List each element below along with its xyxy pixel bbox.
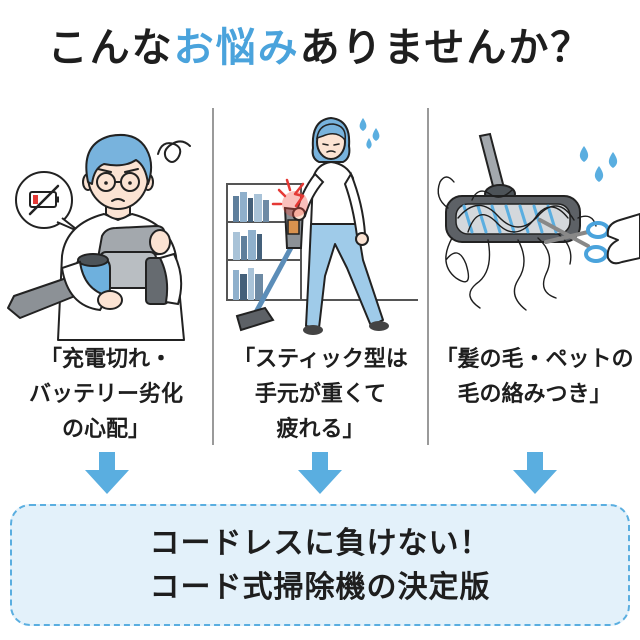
caption-line: 毛の絡みつき」 <box>457 382 612 407</box>
caption-line: 手元が重くて <box>254 382 387 407</box>
glasses-icon <box>96 172 140 192</box>
caption-line: 「充電切れ・ <box>39 347 172 372</box>
water-drops-icon <box>579 146 618 182</box>
hand <box>606 213 640 265</box>
vacuum-handle <box>478 132 506 192</box>
title-highlight: お悩み <box>173 25 300 71</box>
worry-squiggle-icon <box>157 140 191 163</box>
title-suffix: ありませんか？ <box>299 25 593 71</box>
man-right-arm <box>158 252 183 306</box>
solution-line-1: コードレスに負けない！ <box>149 526 491 561</box>
column-divider-2 <box>427 108 429 445</box>
down-arrow-icon <box>513 452 557 494</box>
down-arrow-icon <box>298 452 342 494</box>
caption-line: 「スティック型は <box>233 347 408 372</box>
scissors-icon <box>538 218 610 263</box>
man-left-hand <box>97 290 123 310</box>
caption-line: 疲れる」 <box>276 417 365 442</box>
column-divider-1 <box>212 108 214 445</box>
battery-warning-icon <box>15 171 81 233</box>
caption-line: 「髪の毛・ペットの <box>435 347 634 372</box>
woman-pants <box>305 223 384 329</box>
tangled-hair-icon <box>437 176 597 311</box>
down-arrow-icon <box>85 452 129 494</box>
solution-line-2: コード式掃除機の決定版 <box>149 570 491 605</box>
problem-caption-1: 「充電切れ・ バッテリー劣化 の心配」 <box>0 342 212 447</box>
man-holding-handheld-vacuum-illustration <box>7 134 191 341</box>
problem-caption-2: 「スティック型は 手元が重くて 疲れる」 <box>214 342 427 447</box>
handheld-vacuum <box>7 224 169 319</box>
down-arrows <box>85 452 557 494</box>
man-hair <box>85 134 153 185</box>
caption-line: の心配」 <box>61 417 150 442</box>
shoulder-pain-icon <box>271 178 308 217</box>
woman-with-stick-vacuum-illustration <box>226 116 418 335</box>
sweat-drops-icon <box>359 118 380 149</box>
problem-caption-3: 「髪の毛・ペットの 毛の絡みつき」 <box>429 342 640 412</box>
title-prefix: こんな <box>47 25 174 71</box>
caption-line: バッテリー劣化 <box>28 382 183 407</box>
man-right-hand <box>149 229 171 255</box>
tangled-hair-vacuum-head-illustration <box>437 132 640 311</box>
page-title: こんなお悩みありませんか？ <box>0 20 640 76</box>
solution-banner: コードレスに負けない！ コード式掃除機の決定版 <box>10 504 630 626</box>
